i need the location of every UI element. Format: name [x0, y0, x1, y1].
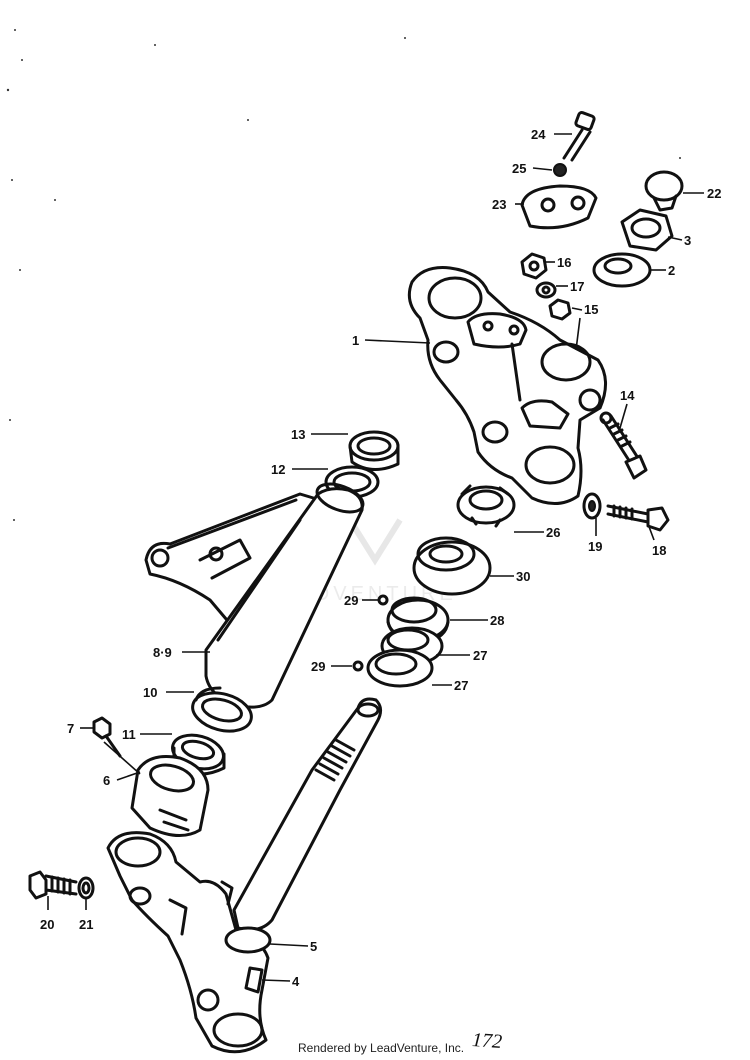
steering-stem-shaft	[232, 697, 383, 932]
callout-17: 17	[570, 279, 584, 294]
bolt-24	[562, 111, 596, 162]
callout-8-9: 8·9	[153, 645, 172, 660]
ball-29-lower	[352, 660, 364, 672]
upper-bracket-1	[407, 266, 607, 505]
callout-24: 24	[531, 127, 546, 142]
callout-26: 26	[546, 525, 560, 540]
callout-2: 2	[668, 263, 675, 278]
bolt-18	[606, 504, 670, 532]
callout-25: 25	[512, 161, 526, 176]
scan-specks	[6, 29, 681, 521]
washer-2	[592, 252, 652, 288]
callout-5: 5	[310, 939, 317, 954]
callout-13: 13	[291, 427, 305, 442]
callout-15: 15	[584, 302, 598, 317]
callout-labels: 24 25 23 22 3 2 16 17 15 1 14 13 12 26 3…	[40, 127, 721, 989]
nut-26	[456, 484, 516, 528]
ring-13	[348, 430, 400, 471]
washer-19	[582, 492, 602, 520]
ring-10	[191, 686, 253, 733]
ball-29-upper	[377, 594, 389, 606]
callout-14: 14	[620, 388, 635, 403]
cap-23	[520, 184, 598, 230]
render-credit: Rendered by LeadVenture, Inc.	[298, 1041, 465, 1055]
leader-lines	[47, 133, 704, 982]
callout-3: 3	[684, 233, 691, 248]
callout-19: 19	[588, 539, 602, 554]
callout-6: 6	[103, 773, 110, 788]
nut-3	[620, 208, 674, 252]
callout-7: 7	[67, 721, 74, 736]
callout-27-upper: 27	[473, 648, 487, 663]
nut-16	[520, 252, 548, 280]
bearing-race-27-lower	[366, 648, 434, 688]
bolt-20	[28, 870, 78, 900]
callout-10: 10	[143, 685, 157, 700]
callout-22: 22	[707, 186, 721, 201]
callout-12: 12	[271, 462, 285, 477]
bolt-14	[599, 411, 648, 480]
nut-15	[548, 298, 572, 321]
cap-22	[644, 170, 684, 212]
bolt-7	[92, 716, 122, 758]
seal-30	[412, 536, 492, 596]
callout-11: 11	[122, 727, 136, 742]
callout-21: 21	[79, 917, 93, 932]
callout-18: 18	[652, 543, 666, 558]
page-number: 172	[471, 1028, 503, 1054]
callout-29-lower: 29	[311, 659, 325, 674]
callout-1: 1	[352, 333, 359, 348]
callout-27-lower: 27	[454, 678, 468, 693]
callout-4: 4	[292, 974, 300, 989]
callout-28: 28	[490, 613, 504, 628]
callout-23: 23	[492, 197, 506, 212]
washer-21	[77, 876, 95, 900]
lower-bracket-4	[106, 831, 272, 1054]
lower-bracket-6	[130, 755, 210, 837]
callout-30: 30	[516, 569, 530, 584]
washer-17	[535, 281, 557, 299]
callout-20: 20	[40, 917, 54, 932]
callout-29-upper: 29	[344, 593, 358, 608]
washer-25	[553, 163, 567, 177]
callout-16: 16	[557, 255, 571, 270]
